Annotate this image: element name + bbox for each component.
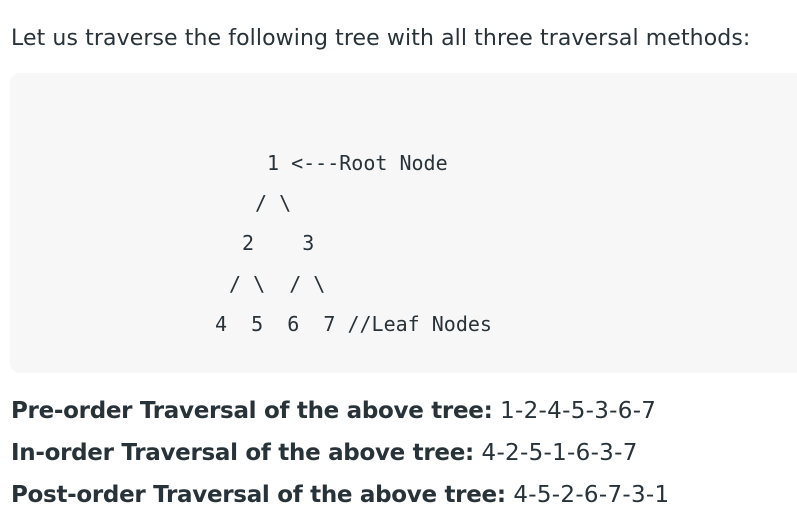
inorder-result: In-order Traversal of the above tree: 4-… xyxy=(11,438,638,468)
postorder-label: Post-order Traversal of the above tree: xyxy=(11,482,506,508)
preorder-result: Pre-order Traversal of the above tree: 1… xyxy=(11,396,656,426)
intro-paragraph: Let us traverse the following tree with … xyxy=(11,26,751,51)
preorder-label: Pre-order Traversal of the above tree: xyxy=(11,398,493,424)
tree-line-leaves: 4 5 6 7 //Leaf Nodes xyxy=(215,312,492,336)
inorder-label: In-order Traversal of the above tree: xyxy=(11,440,474,466)
tree-diagram: 1 <---Root Node / \ 2 3 / \ / \ 4 5 6 7 … xyxy=(10,73,797,373)
tree-line-level-two-branches: / \ / \ xyxy=(229,272,326,296)
tree-line-root: 1 <---Root Node xyxy=(267,151,448,175)
inorder-value: 4-2-5-1-6-3-7 xyxy=(473,440,638,466)
preorder-value: 1-2-4-5-3-6-7 xyxy=(492,398,657,424)
code-block: 1 <---Root Node / \ 2 3 / \ / \ 4 5 6 7 … xyxy=(10,73,797,373)
tree-line-level-two: 2 3 xyxy=(242,231,315,255)
postorder-value: 4-5-2-6-7-3-1 xyxy=(505,482,670,508)
tree-line-root-branches: / \ xyxy=(255,191,292,215)
postorder-result: Post-order Traversal of the above tree: … xyxy=(11,480,669,510)
